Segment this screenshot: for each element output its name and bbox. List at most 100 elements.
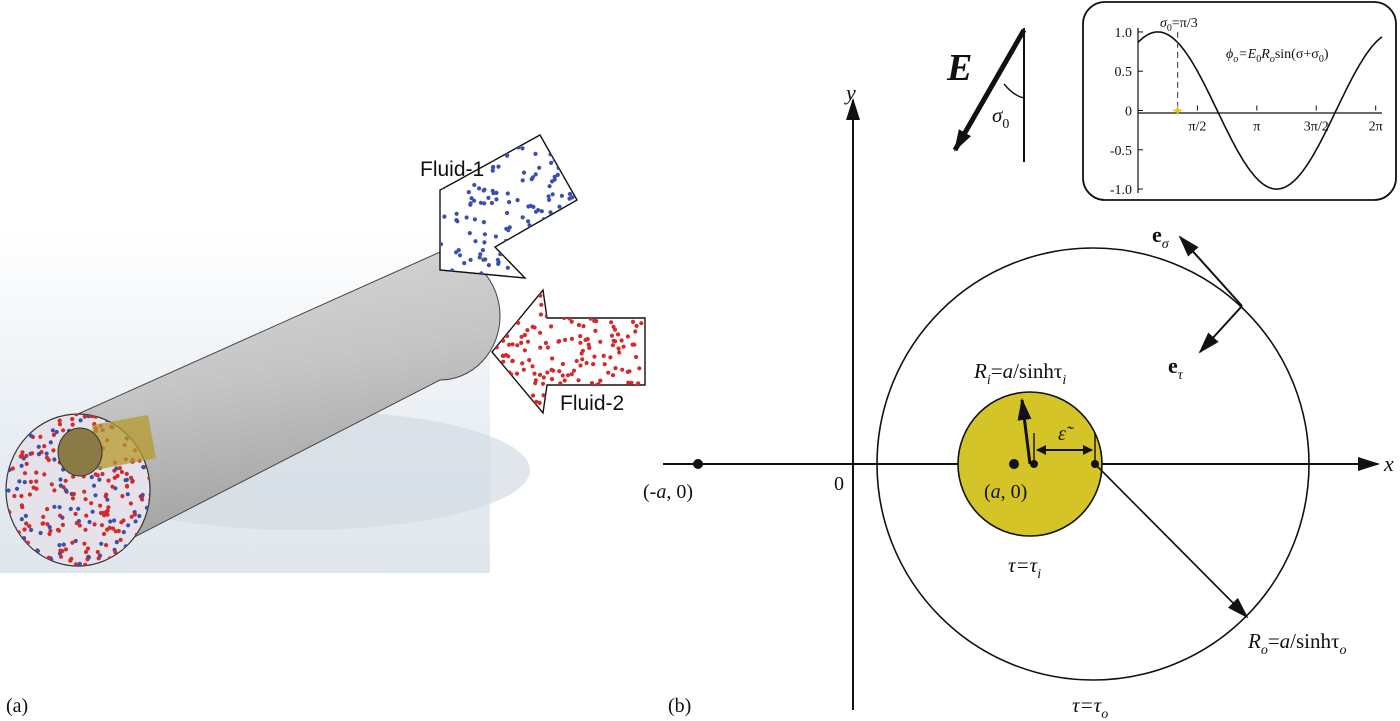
particle-dot	[516, 320, 521, 325]
particle-dot	[82, 414, 87, 419]
particle-dot	[89, 475, 94, 480]
particle-dot	[129, 475, 134, 480]
particle-dot	[565, 373, 571, 378]
particle-dot	[629, 380, 634, 385]
particle-dot	[604, 295, 610, 301]
particle-dot	[582, 290, 587, 294]
particle-dot	[549, 160, 554, 165]
particle-dot	[632, 290, 637, 294]
particle-dot	[537, 165, 542, 170]
particle-dot	[29, 527, 34, 533]
particle-dot	[132, 512, 137, 517]
particle-dot	[34, 486, 39, 491]
particle-dot	[620, 290, 625, 294]
particle-dot	[61, 428, 66, 433]
particle-dot	[636, 381, 641, 386]
particle-dot	[569, 249, 574, 254]
particle-dot	[47, 525, 52, 530]
particle-dot	[120, 494, 125, 499]
particle-dot	[58, 483, 63, 488]
particle-dot	[505, 210, 510, 216]
particle-dot	[500, 303, 505, 308]
particle-dot	[567, 191, 573, 197]
particle-dot	[588, 316, 593, 321]
particle-dot	[85, 546, 91, 551]
particle-dot	[538, 330, 543, 335]
particle-dot	[574, 358, 579, 364]
particle-dot	[510, 359, 515, 364]
particle-dot	[492, 362, 496, 367]
particle-dot	[552, 174, 557, 179]
particle-dot	[501, 295, 506, 300]
particle-dot	[74, 414, 79, 417]
particle-dot	[114, 540, 119, 545]
particle-dot	[536, 236, 541, 242]
particle-dot	[22, 527, 27, 532]
particle-dot	[601, 304, 606, 309]
particle-dot	[510, 342, 515, 347]
particle-dot	[60, 522, 65, 528]
particle-dot	[500, 353, 505, 358]
particle-dot	[45, 507, 50, 512]
particle-dot	[532, 371, 537, 376]
particle-dot	[637, 366, 642, 371]
particle-dot	[112, 518, 117, 523]
particle-dot	[19, 493, 24, 499]
particle-dot	[95, 549, 100, 555]
particle-dot	[49, 482, 54, 487]
inset-sigma0-marker	[1172, 105, 1184, 116]
particle-dot	[591, 362, 596, 367]
particle-dot	[617, 350, 622, 355]
particle-dot	[550, 217, 555, 223]
particle-dot	[440, 152, 444, 157]
particle-dot	[601, 353, 606, 358]
particle-dot	[494, 190, 499, 195]
particle-dot	[633, 386, 639, 391]
particle-dot	[499, 398, 504, 403]
particle-dot	[119, 520, 124, 525]
particle-dot	[70, 540, 75, 545]
particle-dot	[493, 234, 498, 239]
particle-dot	[499, 322, 504, 327]
inner-tau-label: τ=τi	[1008, 553, 1041, 582]
particle-dot	[474, 140, 479, 145]
particle-dot	[481, 146, 486, 151]
particle-dot	[569, 155, 574, 160]
particle-dot	[123, 478, 128, 483]
particle-dot	[545, 370, 550, 375]
particle-dot	[576, 322, 582, 328]
particle-dot	[492, 364, 496, 369]
particle-dot	[545, 345, 551, 350]
particle-dot	[626, 380, 631, 385]
particle-dot	[486, 135, 491, 139]
particle-dot	[554, 252, 559, 257]
particle-dot	[620, 367, 625, 372]
particle-dot	[42, 472, 47, 477]
inset-sigma0-annotation: σ0=π/3	[1160, 16, 1198, 34]
particle-dot	[546, 194, 551, 199]
particle-dot	[579, 351, 584, 356]
particle-dot	[507, 342, 512, 347]
particle-dot	[562, 315, 567, 321]
particle-dot	[549, 377, 555, 382]
particle-dot	[535, 251, 540, 256]
particle-dot	[70, 422, 75, 427]
inset-x-tick-label: π	[1253, 120, 1260, 135]
particle-dot	[630, 393, 635, 398]
particle-dot	[522, 332, 528, 338]
particle-dot	[533, 151, 538, 156]
outer-radius-arrow	[1094, 463, 1249, 619]
particle-dot	[609, 333, 615, 338]
particle-dot	[77, 523, 82, 528]
particle-dot	[630, 393, 635, 398]
particle-dot	[569, 336, 575, 341]
particle-dot	[550, 232, 555, 237]
particle-dot	[115, 473, 120, 478]
particle-dot	[440, 147, 443, 152]
particle-dot	[569, 372, 574, 377]
particle-dot	[141, 465, 146, 470]
particle-dot	[583, 337, 588, 342]
particle-dot	[497, 144, 502, 149]
particle-dot	[526, 254, 531, 259]
particle-dot	[538, 293, 543, 298]
